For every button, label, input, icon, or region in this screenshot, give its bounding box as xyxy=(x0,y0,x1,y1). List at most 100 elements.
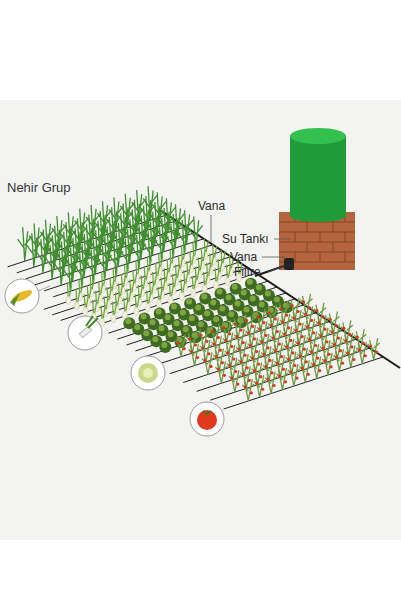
tomato-fruit xyxy=(224,339,227,342)
tomato-fruit xyxy=(291,304,294,307)
part-label: Vana xyxy=(230,250,257,264)
corn-icon xyxy=(5,279,39,313)
tomato-plant xyxy=(259,334,271,356)
tomato-fruit xyxy=(245,319,248,322)
tomato-plant xyxy=(255,309,267,331)
tomato-fruit xyxy=(319,334,322,337)
onion-bulb xyxy=(157,300,162,308)
tomato-fruit xyxy=(242,373,245,376)
tomato-fruit xyxy=(285,345,288,348)
tomato-plant xyxy=(202,352,214,374)
tomato-plant xyxy=(345,345,357,367)
tomato-plant xyxy=(282,326,294,348)
tomato-plant xyxy=(223,332,235,354)
tomato-icon xyxy=(190,402,224,436)
tomato-fruit xyxy=(199,334,202,337)
tomato-plant xyxy=(242,379,254,401)
tomato-fruit xyxy=(215,355,218,358)
tomato-plant xyxy=(341,320,353,342)
tomato-fruit xyxy=(203,359,206,362)
corn-plant xyxy=(54,251,68,285)
tomato-fruit xyxy=(253,369,256,372)
leader-lines xyxy=(211,215,291,272)
tomato-plant xyxy=(293,323,305,345)
tomato-plant xyxy=(229,370,241,392)
tomato-plant xyxy=(303,306,315,328)
crop-plants xyxy=(18,186,380,401)
tomato-fruit xyxy=(234,323,237,326)
tomato-fruit xyxy=(272,336,275,339)
tomato-plant xyxy=(309,344,321,366)
tomato-plant xyxy=(236,341,248,363)
tomato-fruit xyxy=(369,344,372,347)
tomato-fruit xyxy=(308,338,311,341)
corn-plant xyxy=(18,227,32,261)
tomato-plant xyxy=(278,301,290,323)
tomato-fruit xyxy=(274,349,277,352)
tomato-plant xyxy=(299,360,311,382)
tomato-plant xyxy=(209,324,221,346)
tomato-plant xyxy=(334,349,346,371)
tomato-plant xyxy=(289,298,301,320)
tomato-fruit xyxy=(244,385,247,388)
corn-plant xyxy=(120,239,134,273)
tomato-fruit xyxy=(297,342,300,345)
tomato-fruit xyxy=(177,341,180,344)
tomato-fruit xyxy=(201,346,204,349)
drip-line xyxy=(210,348,370,400)
tomato-plant xyxy=(257,321,269,343)
tomato-plant xyxy=(286,352,298,374)
tomato-fruit xyxy=(236,335,239,338)
onion-bulb xyxy=(134,307,139,315)
tomato-fruit xyxy=(217,368,220,371)
tomato-plant xyxy=(265,372,277,394)
corn-plant xyxy=(36,239,50,273)
onion-bulb xyxy=(122,311,127,319)
tomato-plant xyxy=(291,310,303,332)
tomato-plant xyxy=(215,361,227,383)
tomato-plant xyxy=(280,314,292,336)
tomato-plant xyxy=(307,332,319,354)
tomato-fruit xyxy=(228,364,231,367)
tomato-fruit xyxy=(287,358,290,361)
drip-line xyxy=(170,322,330,374)
tomato-plant xyxy=(189,344,201,366)
tomato-fruit xyxy=(238,348,241,351)
tomato-fruit xyxy=(222,326,225,329)
corn-plant xyxy=(45,245,59,279)
tomato-fruit xyxy=(346,352,349,355)
lettuce-head xyxy=(159,341,171,353)
drip-line xyxy=(52,257,231,315)
tomato-plant xyxy=(354,329,366,351)
tomato-fruit xyxy=(256,315,259,318)
tomato-plant xyxy=(329,324,341,346)
tomato-fruit xyxy=(190,350,193,353)
part-label: Vana xyxy=(198,199,225,213)
part-label: Filtre xyxy=(234,265,261,279)
tomato-fruit xyxy=(213,343,216,346)
tank-top xyxy=(290,128,346,144)
drip-line xyxy=(144,305,304,357)
tomato-plant xyxy=(250,350,262,372)
onion-bulb xyxy=(111,315,116,323)
corn-plant xyxy=(177,220,191,254)
tomato-fruit xyxy=(226,351,229,354)
tomato-plant xyxy=(248,338,260,360)
tomato-fruit xyxy=(344,339,347,342)
tomato-fruit xyxy=(281,320,284,323)
tomato-plant xyxy=(227,358,239,380)
onion-bulb xyxy=(83,307,88,315)
onion-bulb xyxy=(225,278,230,286)
tomato-plant xyxy=(187,331,199,353)
tomato-fruit xyxy=(302,300,305,303)
tomato-fruit xyxy=(312,363,315,366)
tomato-fruit xyxy=(283,333,286,336)
tomato-fruit xyxy=(270,324,273,327)
tomato-fruit xyxy=(293,316,296,319)
tomato-plant xyxy=(240,366,252,388)
water-tank xyxy=(255,128,355,276)
tomato-plant xyxy=(318,328,330,350)
tomato-plant xyxy=(211,336,223,358)
tomato-plant xyxy=(297,348,309,370)
